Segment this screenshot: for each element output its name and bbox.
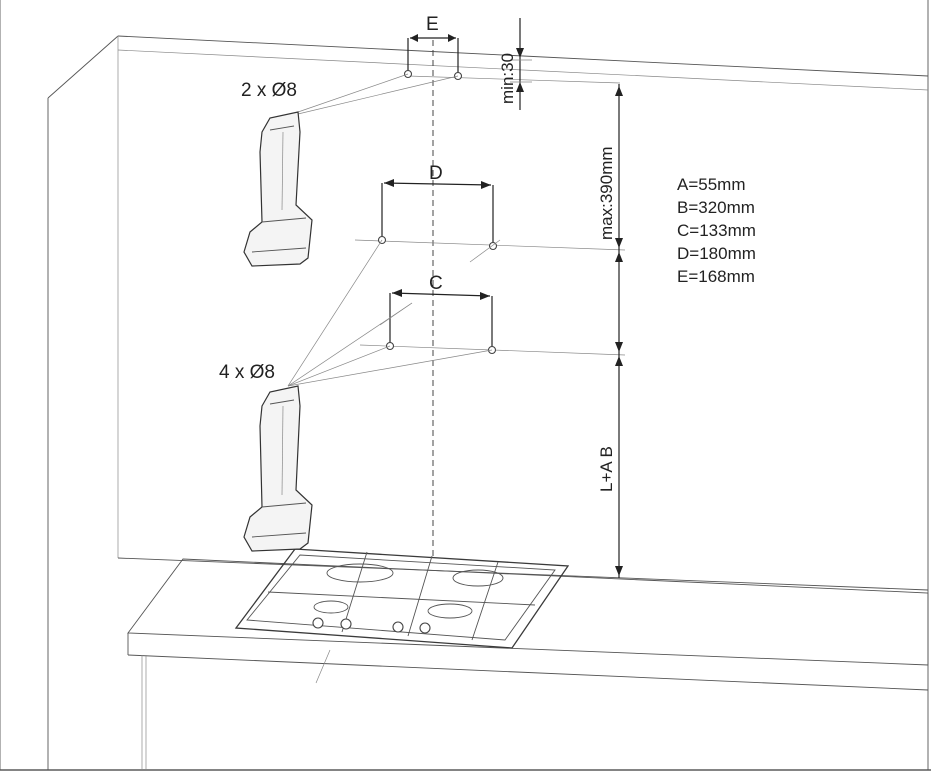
dimension-e <box>403 34 463 81</box>
leader-lines <box>287 73 493 387</box>
legend-item: B=320mm <box>677 198 755 217</box>
label-d: D <box>429 163 443 184</box>
upper-bracket <box>243 111 313 267</box>
label-holes-top: 2 x Ø8 <box>241 80 297 101</box>
gas-hob <box>234 548 570 684</box>
legend-item: A=55mm <box>677 175 746 194</box>
label-lower-gap: L+A B <box>597 446 616 492</box>
dimension-min <box>510 18 532 110</box>
dimension-vertical <box>615 84 623 578</box>
legend-item: C=133mm <box>677 221 756 240</box>
label-c: C <box>429 273 443 294</box>
dimension-legend: A=55mm B=320mm C=133mm D=180mm E=168mm <box>677 175 756 286</box>
label-max-gap: max:390mm <box>597 146 616 240</box>
wall-outline <box>47 35 929 770</box>
legend-item: D=180mm <box>677 244 756 263</box>
label-holes-mid: 4 x Ø8 <box>219 362 275 383</box>
legend-item: E=168mm <box>677 267 755 286</box>
dimension-d <box>377 179 501 263</box>
label-min-gap: min:30 <box>498 53 517 104</box>
label-e: E <box>426 14 439 35</box>
lower-bracket <box>243 385 313 552</box>
countertop <box>127 558 929 770</box>
reference-lines <box>354 75 626 356</box>
dimension-c <box>379 289 497 355</box>
